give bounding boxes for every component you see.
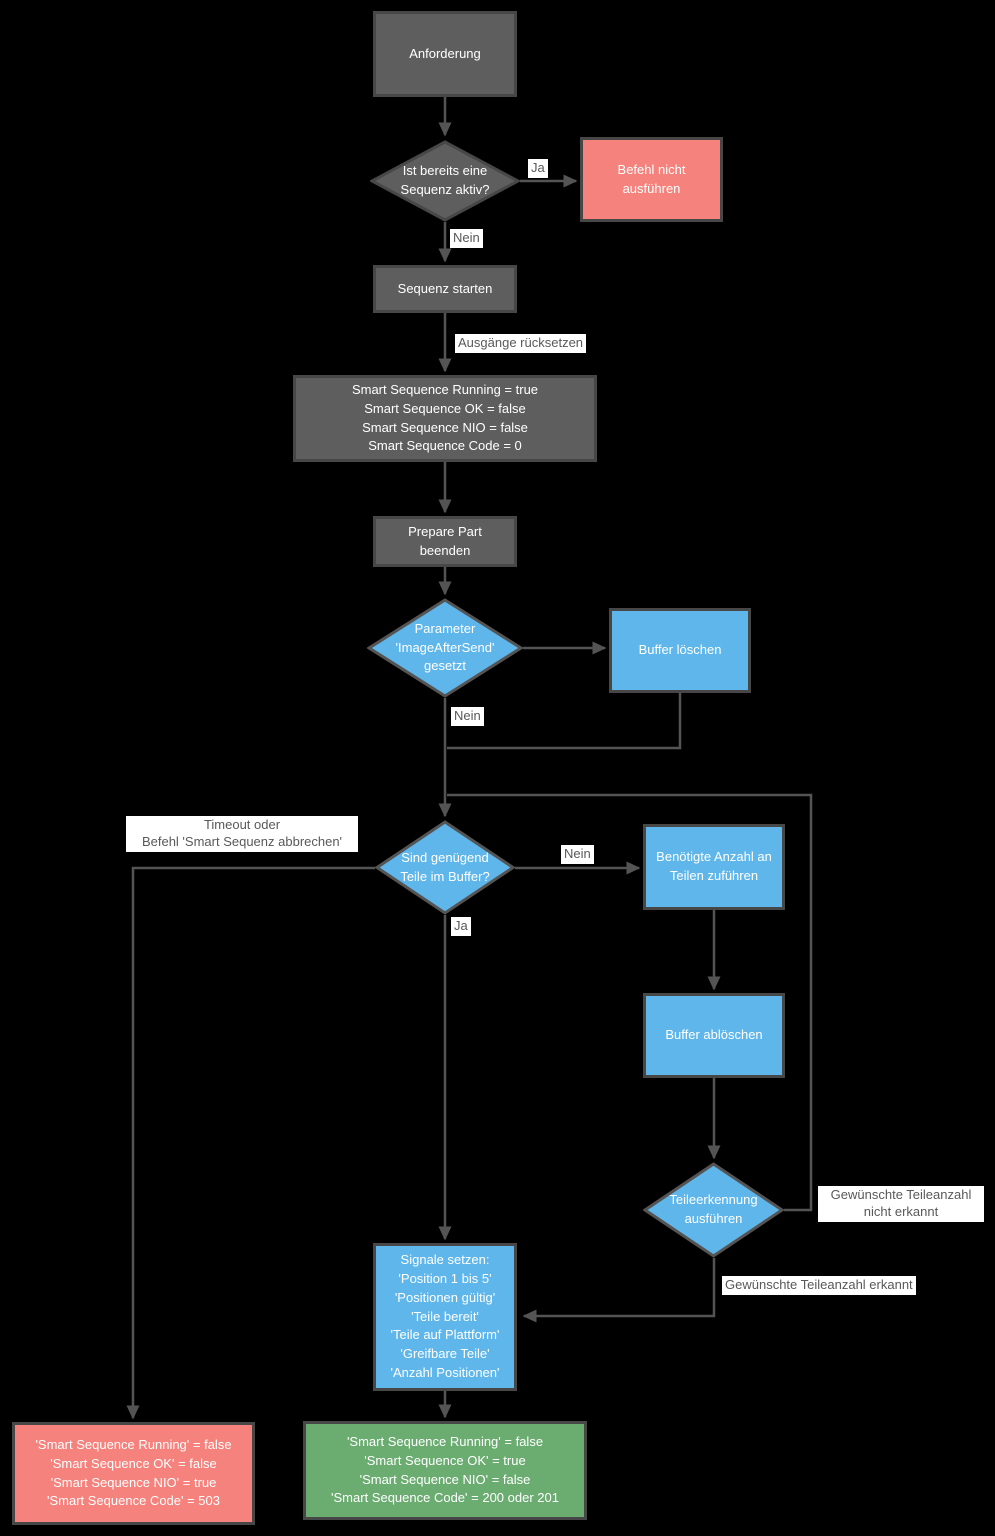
node-sequenz-starten: Sequenz starten (373, 265, 517, 313)
node-prepare-part-beenden-label: Prepare Part beenden (408, 523, 482, 558)
diamond-shape-icon (367, 598, 523, 698)
node-buffer-abloeschen: Buffer ablöschen (643, 993, 785, 1078)
node-result-nio-label: 'Smart Sequence Running' = false 'Smart … (35, 1436, 232, 1509)
edge-label-nein-1: Nein (450, 229, 483, 248)
edge-erkannt-to-signale (522, 1258, 716, 1323)
diamond-shape-icon (375, 820, 515, 915)
node-signale-setzen: Signale setzen: 'Position 1 bis 5' 'Posi… (373, 1243, 517, 1391)
diamond-shape-icon (370, 140, 520, 222)
edge-label-teileanzahl-erkannt: Gewünschte Teileanzahl erkannt (722, 1276, 916, 1295)
node-result-ok: 'Smart Sequence Running' = false 'Smart … (303, 1421, 587, 1520)
node-result-nio: 'Smart Sequence Running' = false 'Smart … (12, 1422, 255, 1525)
edge-label-timeout-abbrechen: Timeout oder Befehl 'Smart Sequenz abbre… (126, 816, 358, 852)
node-teile-zufuehren-label: Benötigte Anzahl an Teilen zuführen (656, 849, 772, 883)
node-anforderung-label: Anforderung (409, 45, 481, 61)
node-prepare-part-beenden: Prepare Part beenden (373, 516, 517, 567)
decision-teileerkennung: Teileerkennung ausführen (643, 1162, 784, 1258)
node-outputs-reset-label: Smart Sequence Running = true Smart Sequ… (351, 381, 539, 454)
decision-teile-im-buffer: Sind genügend Teile im Buffer? (375, 820, 515, 915)
node-anforderung: Anforderung (373, 11, 517, 97)
decision-sequenz-aktiv-label: Ist bereits eine Sequenz aktiv? (400, 163, 490, 197)
node-teile-zufuehren: Benötigte Anzahl an Teilen zuführen (643, 824, 785, 910)
decision-sequenz-aktiv: Ist bereits eine Sequenz aktiv? (370, 140, 520, 222)
decision-param-imageaftersend: Parameter 'ImageAfterSend' gesetzt (367, 598, 523, 698)
edge-label-ausgaenge-ruecksetzen: Ausgänge rücksetzen (455, 334, 587, 353)
node-outputs-reset: Smart Sequence Running = true Smart Sequ… (293, 375, 597, 462)
edge-label-nein-3: Nein (561, 845, 594, 864)
diamond-shape-icon (643, 1162, 784, 1258)
edge-timeout-to-result-nio (126, 866, 375, 1420)
edge-label-ja-2: Ja (451, 917, 471, 936)
node-buffer-abloeschen-label: Buffer ablöschen (665, 1027, 763, 1043)
node-signale-setzen-label: Signale setzen: 'Position 1 bis 5' 'Posi… (390, 1252, 500, 1381)
decision-teileerkennung-label: Teileerkennung ausführen (669, 1192, 758, 1226)
decision-teile-im-buffer-label: Sind genügend Teile im Buffer? (400, 849, 490, 884)
node-result-ok-label: 'Smart Sequence Running' = false 'Smart … (331, 1433, 559, 1506)
node-befehl-nicht-ausfuehren-label: Befehl nicht ausführen (617, 161, 686, 196)
node-sequenz-starten-label: Sequenz starten (397, 280, 493, 296)
edge-label-ja-1: Ja (528, 159, 548, 178)
edge-label-nein-2: Nein (451, 707, 484, 726)
edge-label-teileanzahl-nicht-erkannt: Gewünschte Teileanzahl nicht erkannt (818, 1186, 984, 1222)
node-buffer-loeschen: Buffer löschen (609, 608, 751, 693)
node-befehl-nicht-ausfuehren: Befehl nicht ausführen (580, 137, 723, 222)
node-buffer-loeschen-label: Buffer löschen (638, 642, 722, 658)
edge-nicht-erkannt-feedback (447, 793, 813, 1212)
edge-buffer-loeschen-merge (447, 693, 682, 750)
decision-param-imageaftersend-label: Parameter 'ImageAfterSend' gesetzt (395, 620, 495, 674)
